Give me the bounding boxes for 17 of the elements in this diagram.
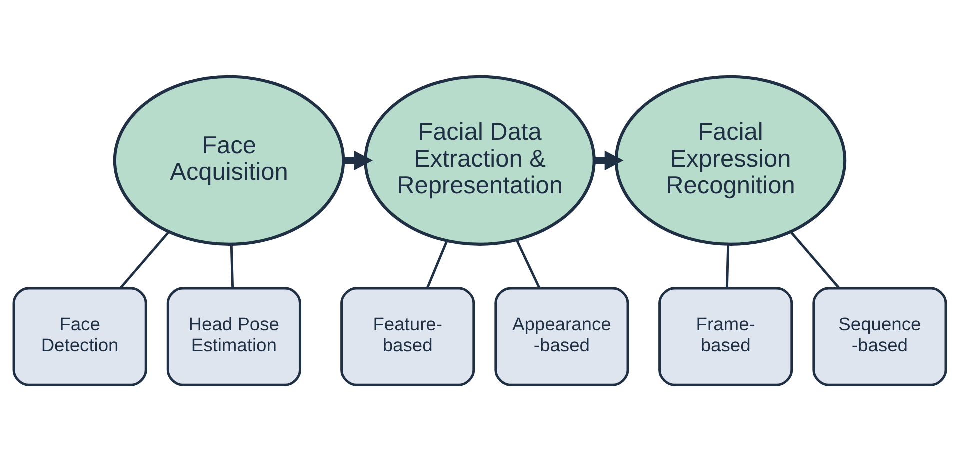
node-ellipse: Facial Expression Recognition xyxy=(614,74,847,246)
connector xyxy=(426,240,448,288)
connector xyxy=(120,230,170,288)
node-ellipse: Face Acquisition xyxy=(113,74,346,246)
connector xyxy=(726,244,730,288)
arrow xyxy=(344,150,374,170)
connector xyxy=(790,230,840,288)
connector xyxy=(230,244,234,288)
node-box: Face Detection xyxy=(12,286,148,386)
connector xyxy=(516,239,541,288)
node-box: Frame- based xyxy=(658,286,794,386)
node-box: Sequence -based xyxy=(812,286,948,386)
node-ellipse: Facial Data Extraction & Representation xyxy=(364,74,596,246)
node-box: Head Pose Estimation xyxy=(166,286,302,386)
arrow xyxy=(594,150,624,170)
node-box: Feature- based xyxy=(340,286,476,386)
node-box: Appearance -based xyxy=(494,286,630,386)
